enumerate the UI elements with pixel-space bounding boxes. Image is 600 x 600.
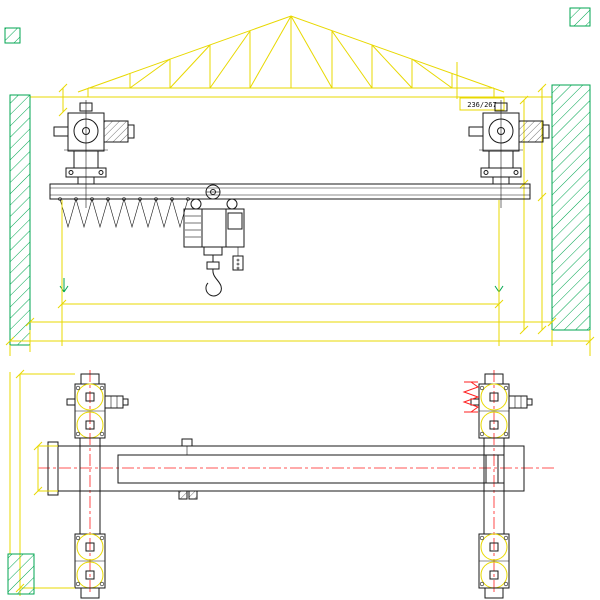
girder-beam	[49, 183, 531, 200]
pendant-control	[232, 247, 244, 271]
control-panel	[227, 212, 243, 230]
end-truck-right-plan	[470, 373, 533, 599]
trolley-wheel	[190, 198, 202, 210]
wall-section-plan	[7, 553, 35, 595]
hook	[205, 255, 222, 297]
dimension-note: 236/267	[467, 101, 497, 109]
festoon-cable	[58, 197, 190, 229]
balloon-marker	[205, 184, 221, 200]
left-wall-section	[9, 94, 31, 346]
trolley-wheel	[226, 198, 238, 210]
elevation-view: 236/267	[4, 7, 595, 356]
buffer-spring	[462, 381, 480, 413]
end-truck-left	[53, 100, 135, 208]
roof-truss	[30, 15, 552, 98]
wall-cap-right	[569, 7, 591, 27]
datum-arrow-left	[59, 278, 69, 293]
right-wall-section	[551, 84, 591, 331]
dimension-note-box: 236/267	[456, 62, 505, 111]
end-truck-left-plan	[66, 373, 129, 599]
hoist-trolley	[183, 184, 245, 297]
travel-motor	[104, 395, 124, 409]
elevation-right-dimensions	[58, 83, 547, 335]
wall-cap-left	[4, 27, 21, 44]
plan-view	[7, 369, 556, 599]
girder-plan	[47, 438, 525, 500]
drive-motor	[103, 120, 129, 143]
wheel	[76, 383, 104, 411]
end-truck-right	[468, 99, 550, 209]
wheel	[76, 533, 104, 561]
elevation-bottom-dimensions	[5, 200, 595, 356]
hoist-body	[183, 208, 245, 248]
